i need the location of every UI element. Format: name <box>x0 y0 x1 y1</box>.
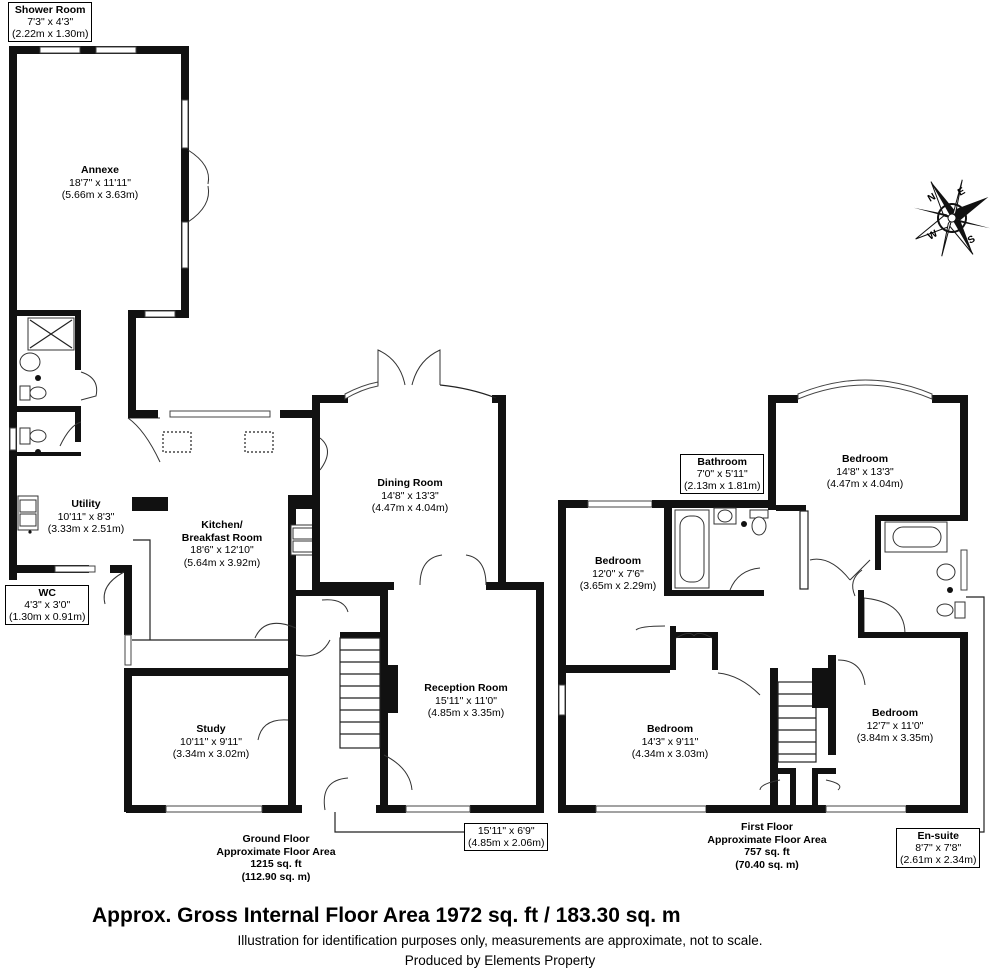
compass-s: S <box>966 234 978 247</box>
room-name: Study <box>196 723 226 735</box>
ground-floor-plan <box>9 46 544 833</box>
room-dims-metric: (3.33m x 2.51m) <box>47 523 125 535</box>
room-dims-imperial: 14'8" x 13'3" <box>836 465 894 478</box>
compass-e: E <box>956 186 968 199</box>
floor-area-caption: Approximate Floor Area <box>707 833 827 846</box>
room-dims-metric: (4.47m x 4.04m) <box>371 502 449 514</box>
room-name: Bedroom <box>841 453 889 465</box>
study-label: Study 10'11" x 9'11" (3.34m x 3.02m) <box>173 723 249 761</box>
disclaimer-text: Illustration for identification purposes… <box>237 933 763 948</box>
room-dims-metric: (2.22m x 1.30m) <box>12 28 89 40</box>
ensuite-label: En-suite 8'7" x 7'8" (2.61m x 2.34m) <box>896 828 981 868</box>
room-name: Shower Room <box>14 4 86 16</box>
room-name-line2: Breakfast Room <box>181 531 263 544</box>
ground-floor-area: Ground Floor Approximate Floor Area 1215… <box>216 833 335 883</box>
bedroom-left-label: Bedroom 12'0" x 7'6" (3.65m x 2.29m) <box>580 555 656 593</box>
utility-label: Utility 10'11" x 8'3" (3.33m x 2.51m) <box>48 498 124 536</box>
room-dims-metric: (4.85m x 2.06m) <box>468 837 545 849</box>
room-name: Reception Room <box>424 682 508 694</box>
room-name: Bedroom <box>646 723 694 735</box>
room-dims-metric: (5.66m x 3.63m) <box>61 189 139 201</box>
floor-name: Ground Floor <box>242 833 310 845</box>
room-dims-imperial: 15'11" x 11'0" <box>435 694 497 707</box>
room-dims-imperial: 12'7" x 11'0" <box>866 719 924 732</box>
first-floor-plan <box>558 379 985 833</box>
room-name-line1: Kitchen/ <box>201 519 243 531</box>
shower-room-label: Shower Room 7'3" x 4'3" (2.22m x 1.30m) <box>8 2 93 42</box>
room-dims-imperial: 18'6" x 12'10" <box>190 544 254 556</box>
bathroom-label: Bathroom 7'0" x 5'11" (2.13m x 1.81m) <box>680 454 765 494</box>
floor-area-sqm: (112.90 sq. m) <box>241 870 311 883</box>
kitchen-label: Kitchen/ Breakfast Room 18'6" x 12'10" (… <box>182 519 263 569</box>
floor-area-sqm: (70.40 sq. m) <box>735 858 799 871</box>
room-dims-imperial: 15'11" x 6'9" <box>477 825 535 837</box>
room-dims-imperial: 10'11" x 8'3" <box>57 510 115 523</box>
room-dims-imperial: 14'3" x 9'11" <box>641 735 699 748</box>
room-dims-metric: (5.64m x 3.92m) <box>183 556 261 569</box>
floor-area-caption: Approximate Floor Area <box>216 845 336 858</box>
room-dims-metric: (2.61m x 2.34m) <box>900 854 977 866</box>
room-name: Dining Room <box>377 477 443 489</box>
annexe-label: Annexe 18'7" x 11'11" (5.66m x 3.63m) <box>62 164 138 202</box>
producer-credit: Produced by Elements Property <box>404 953 596 968</box>
room-dims-imperial: 12'0" x 7'6" <box>592 567 644 580</box>
floor-area-sqft: 1215 sq. ft <box>250 858 302 870</box>
room-name: Bedroom <box>594 555 642 567</box>
bedroom-right-label: Bedroom 12'7" x 11'0" (3.84m x 3.35m) <box>857 707 933 745</box>
room-dims-metric: (1.30m x 0.91m) <box>9 611 86 623</box>
room-dims-metric: (3.34m x 3.02m) <box>172 748 250 760</box>
room-dims-imperial: 4'3" x 3'0" <box>24 599 71 611</box>
compass-n: N <box>926 191 938 204</box>
compass-rose-icon <box>913 179 991 257</box>
garage-dims-label: 15'11" x 6'9" (4.85m x 2.06m) <box>464 823 549 851</box>
room-dims-metric: (2.13m x 1.81m) <box>684 480 761 492</box>
floor-area-sqft: 757 sq. ft <box>744 846 790 858</box>
dining-room-label: Dining Room 14'8" x 13'3" (4.47m x 4.04m… <box>372 477 448 515</box>
floor-name: First Floor <box>741 821 793 833</box>
room-dims-metric: (4.47m x 4.04m) <box>826 478 904 490</box>
bedroom-top-label: Bedroom 14'8" x 13'3" (4.47m x 4.04m) <box>827 453 903 491</box>
room-name: Bathroom <box>697 456 748 468</box>
room-dims-metric: (4.85m x 3.35m) <box>427 707 505 719</box>
room-dims-metric: (3.84m x 3.35m) <box>856 732 934 744</box>
room-name: Bedroom <box>871 707 919 719</box>
room-dims-imperial: 10'11" x 9'11" <box>180 735 242 748</box>
gross-floor-area-title: Approx. Gross Internal Floor Area 1972 s… <box>92 904 681 927</box>
first-floor-area: First Floor Approximate Floor Area 757 s… <box>707 821 826 871</box>
room-dims-metric: (3.65m x 2.29m) <box>579 580 657 592</box>
room-name: WC <box>38 587 56 599</box>
room-dims-imperial: 14'8" x 13'3" <box>381 489 439 502</box>
room-dims-imperial: 7'0" x 5'11" <box>696 468 748 480</box>
wc-label: WC 4'3" x 3'0" (1.30m x 0.91m) <box>5 585 90 625</box>
room-dims-imperial: 18'7" x 11'11" <box>69 176 131 189</box>
room-name: Utility <box>71 498 101 510</box>
bedroom-bottom-label: Bedroom 14'3" x 9'11" (4.34m x 3.03m) <box>632 723 708 761</box>
room-dims-metric: (4.34m x 3.03m) <box>631 748 709 760</box>
room-name: En-suite <box>917 830 959 842</box>
reception-room-label: Reception Room 15'11" x 11'0" (4.85m x 3… <box>424 682 507 720</box>
room-name: Annexe <box>81 164 119 176</box>
room-dims-imperial: 7'3" x 4'3" <box>27 16 74 28</box>
room-dims-imperial: 8'7" x 7'8" <box>915 842 962 854</box>
